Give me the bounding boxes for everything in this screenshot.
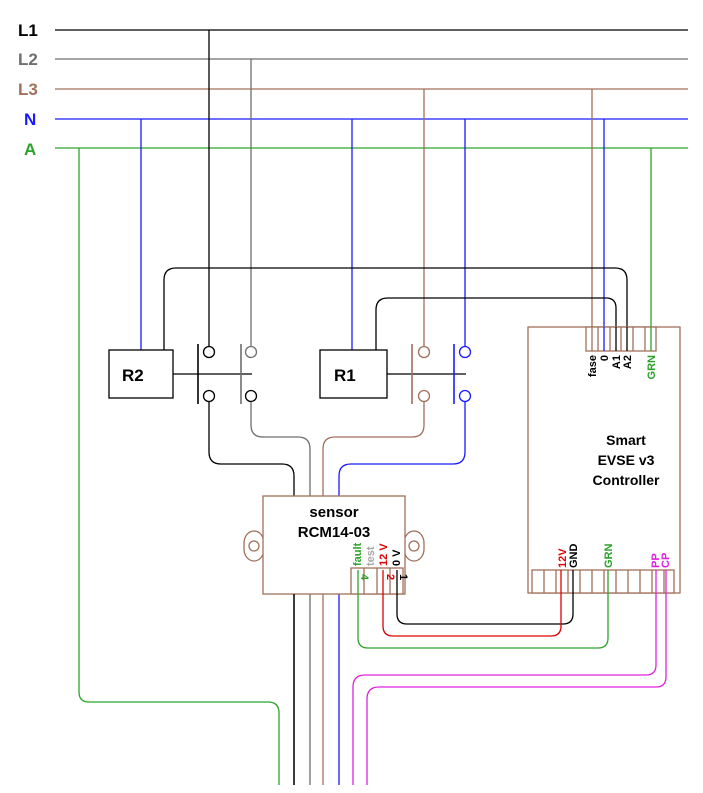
sensor-pin-label-12v: 12 V	[378, 543, 390, 566]
controller-pin-gnd: GND	[568, 544, 580, 569]
wire-cp-to-cable	[366, 570, 667, 785]
bus-label-l3: L3	[18, 80, 38, 99]
controller-title-3: Controller	[593, 472, 660, 488]
controller-top-dividers	[597, 327, 646, 351]
wire-sensor-fault-to-grn	[357, 570, 609, 649]
wire-a2-to-r2-coil	[163, 267, 628, 350]
wire-r1-n-out	[338, 402, 466, 785]
controller-pin-grn-bottom: GRN	[603, 544, 615, 569]
evse-controller: Smart EVSE v3 Controller fase 0 A1 A2 GR…	[527, 326, 681, 594]
controller-pin-12v: 12V	[557, 548, 569, 568]
relay-r1-terminal-n-in	[458, 345, 472, 359]
sensor-pin-label-fault: fault	[352, 542, 364, 566]
sensor-pin-label-test: test	[365, 546, 377, 566]
wire-pp-to-cable	[352, 570, 657, 785]
relay-r1: R1	[319, 344, 472, 404]
controller-bottom-dividers	[543, 570, 665, 593]
relay-r2: R2	[108, 344, 258, 404]
controller-pin-fase: fase	[587, 355, 599, 377]
sensor-ear-right-hole	[408, 540, 420, 552]
relay-r2-terminal-l2-in	[244, 345, 258, 359]
relay-r1-terminal-l3-out	[417, 389, 431, 403]
relay-r2-coil-box	[108, 349, 174, 399]
sensor-pin-num-2: 2	[384, 574, 396, 580]
wire-a1-to-r1-coil	[375, 297, 617, 350]
bus-bars: L1 L2 L3 N A	[18, 21, 688, 159]
bus-label-l1: L1	[18, 21, 38, 40]
relay-r2-label: R2	[122, 366, 144, 385]
sensor-pin-num-1: 1	[397, 574, 409, 580]
controller-title-2: EVSE v3	[598, 452, 655, 468]
relay-r2-terminal-l2-out	[244, 389, 258, 403]
wire-r1-l3-out	[322, 402, 425, 785]
wire-sensor-0v-to-gnd	[396, 570, 574, 625]
signal-wires	[352, 570, 667, 785]
controller-pin-a2: A2	[622, 355, 634, 369]
bus-taps	[78, 30, 652, 785]
sensor-ear-left-hole	[248, 540, 260, 552]
load-wires	[208, 402, 466, 785]
controller-pin-cp: CP	[660, 553, 672, 568]
sensor-rcm: sensor RCM14-03 fault test 12 V 0 V 4 2 …	[243, 495, 425, 785]
coil-control-wires	[163, 267, 628, 350]
relay-r1-terminal-l3-in	[417, 345, 431, 359]
controller-title-1: Smart	[606, 432, 646, 448]
controller-pin-a1: A1	[611, 355, 623, 369]
wire-r2-l1-out	[208, 402, 295, 785]
bus-label-a: A	[24, 140, 36, 159]
wire-r2-l2-out	[250, 402, 311, 785]
controller-pin-grn-top: GRN	[646, 355, 658, 380]
controller-pin-0: 0	[599, 355, 611, 361]
relay-r1-terminal-n-out	[458, 389, 472, 403]
sensor-title: sensor	[309, 504, 358, 521]
sensor-pin-num-4: 4	[358, 574, 370, 581]
relay-r2-terminal-l1-in	[202, 345, 216, 359]
bus-label-n: N	[24, 110, 36, 129]
sensor-model: RCM14-03	[298, 524, 371, 541]
controller-pin-pp: PP	[650, 553, 662, 568]
sensor-pin-label-0v: 0 V	[391, 549, 403, 566]
relay-r1-label: R1	[334, 366, 356, 385]
wire-sensor-12v-to-12v	[382, 570, 562, 637]
relay-r1-coil-box	[319, 349, 388, 399]
controller-bottom-terminal-block	[531, 569, 675, 594]
controller-body	[527, 326, 681, 594]
bus-label-l2: L2	[18, 50, 38, 69]
relay-r2-terminal-l1-out	[202, 389, 216, 403]
wire-a-to-cable	[78, 148, 280, 785]
